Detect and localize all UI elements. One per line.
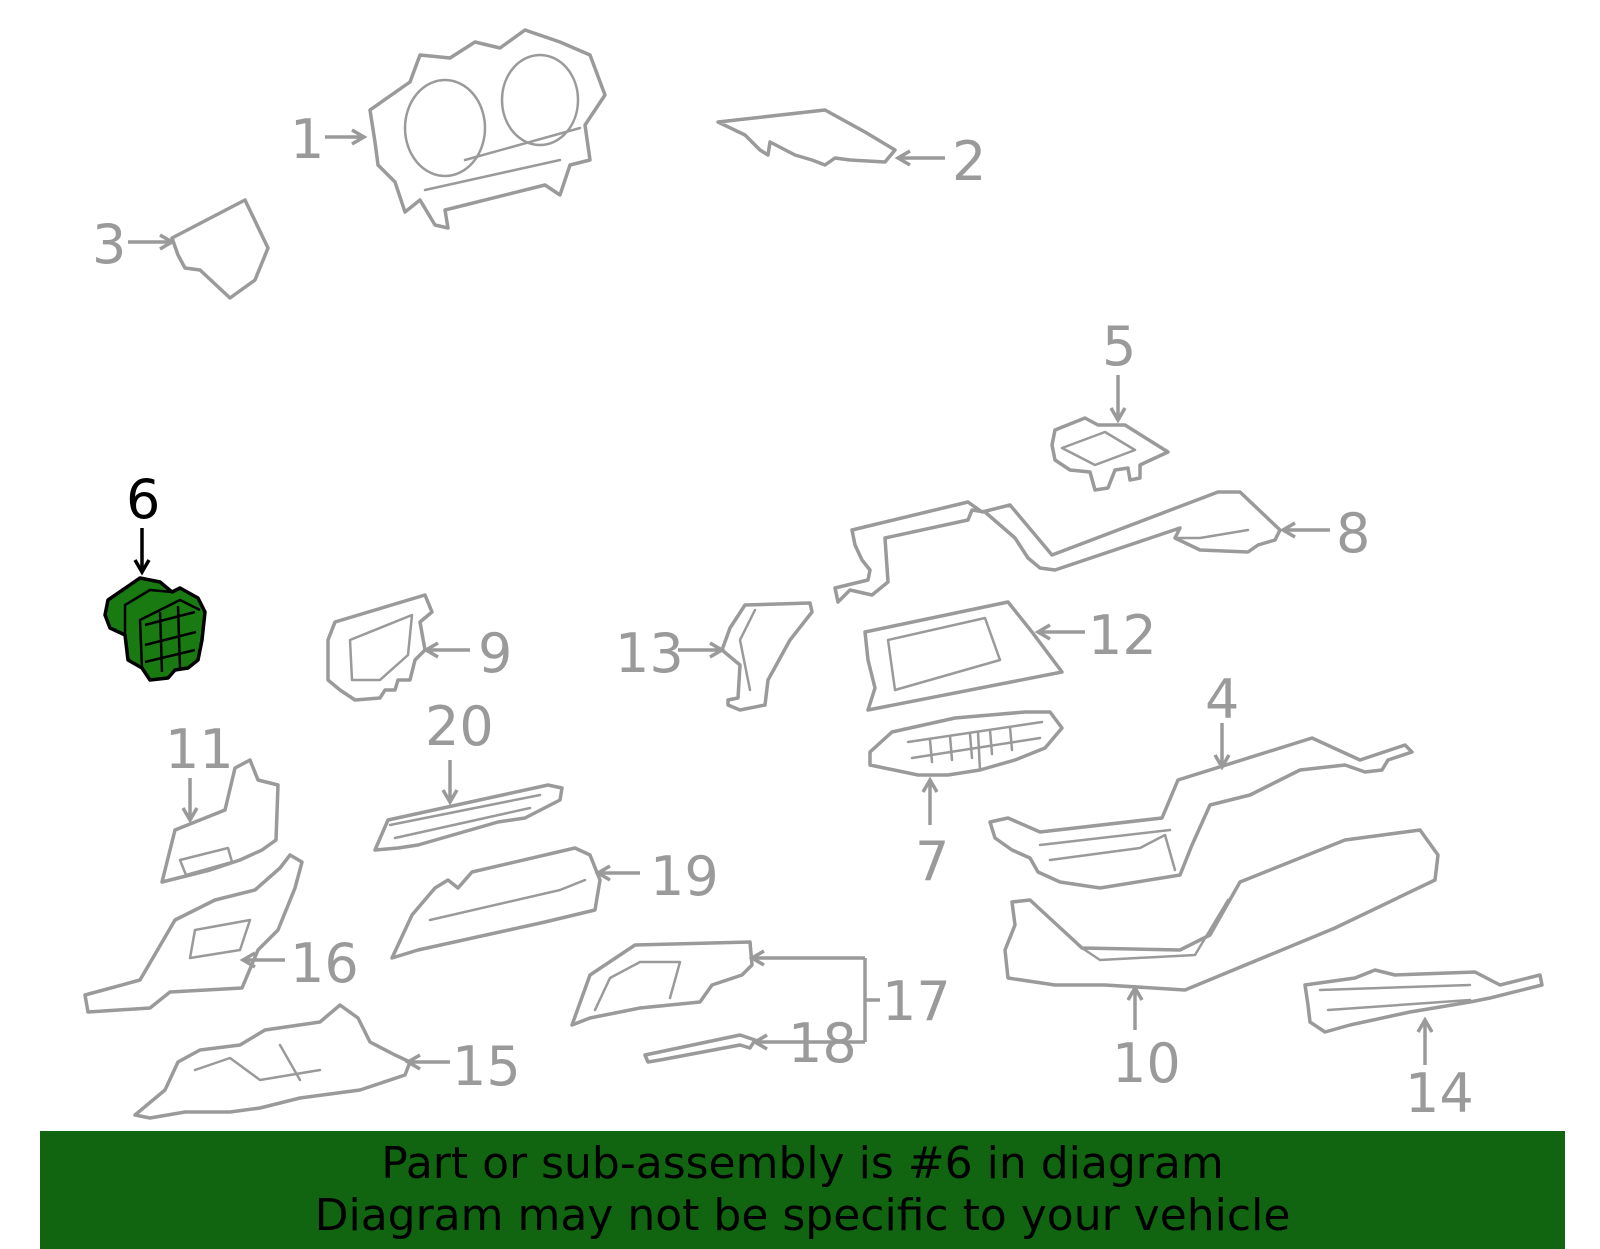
part-15[interactable] [133, 1003, 412, 1120]
callout-7: 7 [915, 776, 949, 893]
part-6[interactable] [103, 576, 207, 682]
callout-13: 13 [615, 622, 726, 685]
part-4[interactable] [988, 736, 1414, 890]
part-17[interactable] [570, 940, 754, 1027]
banner-line-1: Part or sub-assembly is #6 in diagram [381, 1138, 1224, 1189]
callout-11: 11 [165, 718, 234, 824]
callout-8: 8 [1279, 502, 1370, 565]
callout-label-1: 1 [290, 108, 324, 171]
callout-label-8: 8 [1336, 502, 1370, 565]
callout-1: 1 [290, 108, 368, 171]
callout-4: 4 [1205, 668, 1239, 771]
callout-3: 3 [92, 213, 176, 276]
callout-10: 10 [1112, 984, 1181, 1095]
callout-14: 14 [1405, 1016, 1474, 1125]
part-7[interactable] [868, 710, 1064, 777]
callout-label-18: 18 [788, 1012, 857, 1075]
callout-label-3: 3 [92, 213, 126, 276]
callout-label-6: 6 [126, 468, 160, 531]
callout-label-20: 20 [425, 695, 494, 758]
callout-15: 15 [404, 1035, 521, 1098]
part-20[interactable] [373, 783, 564, 852]
callout-20: 20 [425, 695, 494, 806]
callout-label-16: 16 [290, 932, 359, 995]
callout-label-14: 14 [1405, 1062, 1474, 1125]
callout-9: 9 [422, 622, 512, 685]
part-16[interactable] [83, 853, 304, 1014]
banner-line-2: Diagram may not be specific to your vehi… [314, 1190, 1291, 1241]
part-2[interactable] [716, 108, 897, 167]
part-12[interactable] [863, 600, 1064, 712]
callout-2: 2 [894, 130, 986, 193]
part-14[interactable] [1303, 968, 1544, 1034]
callout-label-10: 10 [1112, 1032, 1181, 1095]
callout-19: 19 [594, 845, 719, 908]
callout-label-11: 11 [165, 718, 234, 781]
callout-label-4: 4 [1205, 668, 1239, 731]
part-13[interactable] [720, 601, 814, 712]
callout-label-12: 12 [1088, 604, 1157, 667]
callout-label-5: 5 [1102, 315, 1136, 378]
part-18[interactable] [643, 1033, 757, 1064]
part-3[interactable] [170, 198, 270, 300]
callout-label-15: 15 [452, 1035, 521, 1098]
callout-label-2: 2 [952, 130, 986, 193]
callout-18: 18 [751, 1012, 865, 1075]
part-5[interactable] [1050, 416, 1170, 492]
callout-label-19: 19 [650, 845, 719, 908]
part-10[interactable] [1003, 828, 1440, 992]
callout-5: 5 [1102, 315, 1136, 424]
part-8[interactable] [833, 490, 1282, 604]
part-9[interactable] [326, 593, 434, 702]
callout-16: 16 [239, 932, 359, 995]
part-19[interactable] [390, 846, 602, 960]
callout-17: 17 [748, 949, 951, 1042]
part-1[interactable] [368, 28, 607, 230]
callout-label-13: 13 [615, 622, 684, 685]
callout-label-7: 7 [915, 830, 949, 893]
callout-label-17: 17 [882, 970, 951, 1033]
callout-12: 12 [1034, 604, 1157, 667]
info-banner: Part or sub-assembly is #6 in diagram Di… [40, 1131, 1565, 1249]
callout-label-9: 9 [478, 622, 512, 685]
callout-6: 6 [126, 468, 160, 576]
part-11[interactable] [160, 758, 280, 884]
